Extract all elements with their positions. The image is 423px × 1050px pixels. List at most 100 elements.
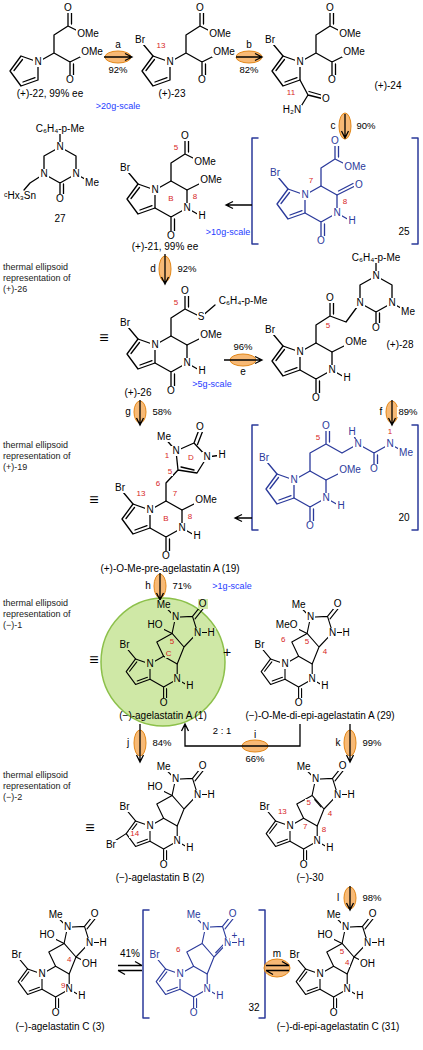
compound-name: (+)-28: [387, 339, 414, 351]
atom-label: N: [321, 493, 330, 503]
atom-label: H: [197, 366, 206, 376]
atom-label: O: [327, 75, 337, 85]
compound-name: (+)-24: [375, 80, 402, 92]
atom-label: N: [308, 674, 317, 684]
atom-label: N: [332, 208, 341, 218]
atom-label: OMe: [212, 47, 236, 57]
atom-label: N: [363, 938, 372, 948]
atom-label: H: [207, 790, 216, 800]
compound-name: (−)-O-Me-di-epi-agelastatin A (29): [245, 710, 394, 722]
reaction-arrow: [182, 724, 301, 746]
figure-note: thermal ellipsoid representation of (−)-…: [2, 770, 90, 803]
atom-number: C: [165, 650, 173, 658]
reaction-arrow: [235, 515, 252, 522]
atom-label: N: [37, 969, 46, 979]
atom-label: OMe: [76, 29, 100, 39]
atom-label: N: [306, 612, 315, 622]
atom-label: N: [328, 628, 337, 638]
yield-text: 58%: [151, 407, 172, 417]
atom-label: Me: [400, 307, 416, 317]
atom-label: O: [198, 599, 208, 609]
atom-number: 7: [308, 177, 314, 185]
scale-note: >10g-scale: [205, 228, 251, 237]
atom-label: Me: [48, 910, 64, 920]
atom-number: 4: [322, 648, 328, 656]
atom-label: O: [305, 521, 315, 531]
atom-label: Me: [326, 910, 342, 920]
atom-label: Br: [289, 950, 301, 960]
reaction-arrow: [162, 254, 169, 284]
atom-label: O: [159, 698, 169, 708]
yield-text: 92%: [176, 264, 197, 274]
atom-label: O: [198, 761, 208, 771]
atom-label: Me: [186, 910, 202, 920]
step-label: j: [127, 738, 129, 748]
atom-label: N: [177, 523, 186, 533]
atom-label: N: [202, 452, 211, 462]
atom-label: OMe: [343, 162, 367, 172]
figure-note: thermal ellipsoid representation of (+)-…: [2, 440, 90, 473]
compound-name: (−)-agelastatin A (1): [119, 710, 207, 722]
compound-name: (−)-agelastatin B (2): [116, 872, 205, 884]
atom-number: 5: [325, 322, 331, 330]
atom-label: H₂N: [282, 105, 302, 115]
atom-label: N: [171, 612, 180, 622]
atom-label: N: [203, 984, 212, 994]
atom-label: Br: [114, 483, 126, 493]
atom-label: OMe: [80, 47, 104, 57]
compound-name: 27: [54, 213, 65, 225]
compound-node: (−)-O-Me-di-epi-agelastatin A (29): [232, 600, 412, 724]
atom-label: N: [165, 57, 174, 67]
reaction-arrow: [226, 202, 252, 209]
compound-name: 25: [398, 226, 409, 238]
atom-number: 13: [156, 42, 167, 50]
atom-label: Br: [105, 840, 117, 850]
atom-number: 1: [387, 428, 393, 436]
atom-label: O: [369, 464, 379, 474]
compound-name: (+)-21, 99% ee: [132, 241, 198, 253]
atom-label: O: [329, 1008, 339, 1018]
plus-sign: +: [222, 645, 232, 659]
atom-label: Me: [156, 762, 172, 772]
compound-name: (−)-agelastatin C (3): [15, 1021, 104, 1033]
atom-label: Br: [254, 640, 266, 650]
atom-label: Br: [134, 35, 146, 45]
atom-label: C₆H₄-p-Me: [351, 253, 402, 263]
step-label: c: [331, 121, 336, 131]
atom-number: 5: [305, 799, 311, 807]
atom-label: N: [33, 57, 42, 67]
equivalence-sign: ≡: [88, 492, 99, 508]
atom-label: Br: [259, 802, 271, 812]
atom-label: OH: [81, 959, 98, 969]
atom-label: N: [343, 984, 352, 994]
atom-label: H: [336, 501, 345, 511]
atom-number: 1: [164, 452, 170, 460]
atom-label: HO: [39, 930, 56, 940]
reaction-arrow: [224, 357, 262, 364]
yield-text: 66%: [244, 754, 265, 764]
atom-label: OMe: [193, 157, 217, 167]
yield-text: 2 : 1: [212, 726, 233, 736]
atom-number: 8: [187, 513, 193, 521]
atom-label: O: [180, 131, 190, 141]
step-label: g: [125, 407, 131, 417]
yield-text: 96%: [232, 342, 253, 352]
atom-label: O: [311, 393, 321, 403]
atom-number: 6: [280, 636, 286, 644]
atom-number: 5: [169, 638, 175, 646]
atom-label: H: [185, 843, 194, 853]
atom-label: N: [182, 203, 191, 213]
atom-label: N: [145, 505, 154, 515]
atom-label: H: [197, 211, 206, 221]
reaction-arrow: [157, 573, 164, 600]
atom-label: N: [315, 969, 324, 979]
atom-label: O: [330, 136, 340, 146]
atom-label: H: [185, 681, 194, 691]
atom-label: N: [193, 628, 202, 638]
atom-label: O: [316, 236, 326, 246]
atom-label: O: [195, 422, 205, 432]
atom-label: N: [171, 446, 180, 456]
atom-label: MeO: [275, 620, 299, 630]
atom-number: 14: [129, 830, 140, 838]
atom-label: N: [333, 790, 342, 800]
